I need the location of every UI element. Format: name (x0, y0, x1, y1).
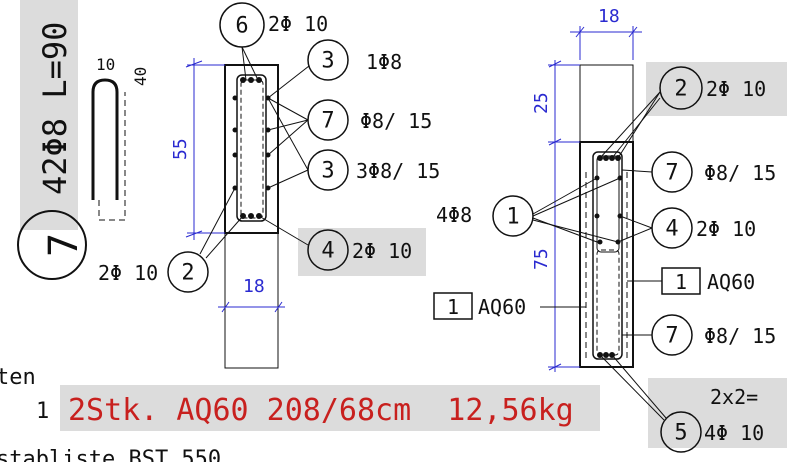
wall-callout-5-bg (648, 378, 787, 448)
column-right-leaders (258, 65, 310, 246)
position-number: 7 (41, 233, 87, 257)
hook-dim-side: 40 (131, 67, 150, 86)
column-stirrup-inner (240, 79, 264, 219)
callout-6-leaders (241, 46, 259, 81)
callout-3a-number: 3 (321, 49, 334, 74)
wall-callout-1-text: 4Φ8 (436, 203, 472, 227)
wall-callout-5-circle (660, 411, 702, 453)
column-rebar-dots (232, 77, 271, 219)
wall-section (579, 141, 634, 368)
wall-callout-7b-text: Φ8/ 15 (704, 324, 776, 348)
callout-7a-number: 7 (321, 109, 334, 134)
callout-3a-text: 1Φ8 (366, 50, 402, 74)
column-stirrup (236, 74, 267, 222)
column-section (224, 64, 279, 234)
callout-7a-text: Φ8/ 15 (360, 109, 432, 133)
wall-callout-7a-number: 7 (665, 161, 678, 186)
callout-4-text: 2Φ 10 (352, 239, 412, 263)
wall-dim-width: 18 (598, 6, 620, 27)
wall-callout-1-leaders (532, 177, 621, 243)
callout-2a-number: 2 (181, 261, 194, 286)
callout-2a-text: 2Φ 10 (98, 261, 158, 285)
wall-rebar-dots (594, 155, 623, 358)
callout-6-text: 2Φ 10 (268, 12, 328, 36)
wall-multiplier: 2x2= (710, 385, 758, 409)
wall-mesh-left-num: 1 (447, 295, 459, 319)
callout-3b-number: 3 (321, 159, 334, 184)
vertical-label-bg (20, 0, 78, 230)
callout-6-number: 6 (235, 14, 248, 39)
wall-dim-lines (548, 26, 642, 372)
wall-callout-2-number: 2 (674, 77, 687, 102)
callout-4-circle (307, 229, 349, 271)
callout-3a-circle (307, 39, 349, 81)
row-number: 1 (36, 399, 49, 424)
vertical-bar-label: 42Φ8 L=90 (36, 22, 74, 195)
column-dim-height: 55 (170, 138, 191, 160)
wall-callout-7b-number: 7 (665, 324, 678, 349)
wall-callout-2-circle (659, 66, 703, 110)
wall-mesh-right-num: 1 (675, 270, 687, 294)
wall-mesh-left-text: AQ60 (478, 295, 526, 319)
hook-shape (91, 78, 126, 221)
wall-stirrup (592, 151, 623, 360)
callout-3b-text: 3Φ8/ 15 (356, 159, 440, 183)
position-circle (17, 210, 87, 280)
wall-mesh-right-text: AQ60 (707, 270, 755, 294)
wall-stirrup-lower (596, 249, 620, 356)
callout-4-number: 4 (321, 239, 334, 264)
column-dim-width: 18 (243, 276, 265, 297)
wall-callout-7a-text: Φ8/ 15 (704, 161, 776, 185)
summary-bg (60, 385, 600, 431)
summary-text: 2Stk. AQ60 208/68cm 12,56kg (68, 393, 574, 428)
wall-callout-4-text: 2Φ 10 (696, 217, 756, 241)
callout-2a-circle (167, 251, 209, 293)
wall-callout-4-number: 4 (665, 217, 678, 242)
wall-dim-lower: 75 (531, 248, 552, 270)
wall-callout-5-text: 4Φ 10 (704, 421, 764, 445)
column-below (224, 232, 279, 369)
wall-mesh-left-box (433, 292, 473, 320)
wall-right-leaders (599, 91, 662, 336)
callout-2a-leaders (199, 187, 244, 259)
wall-callout-5-number: 5 (674, 421, 687, 446)
bottom-partial: stabliste BST 550 (0, 447, 221, 462)
wall-callout-5-leaders (599, 354, 667, 421)
list-label-partial: ten (0, 365, 36, 390)
wall-callout-2-text: 2Φ 10 (706, 77, 766, 101)
wall-callout-1-number: 1 (506, 205, 519, 230)
hook-dim-top: 10 (96, 55, 115, 74)
wall-dim-upper: 25 (531, 92, 552, 114)
column-dim-lines (185, 58, 285, 313)
